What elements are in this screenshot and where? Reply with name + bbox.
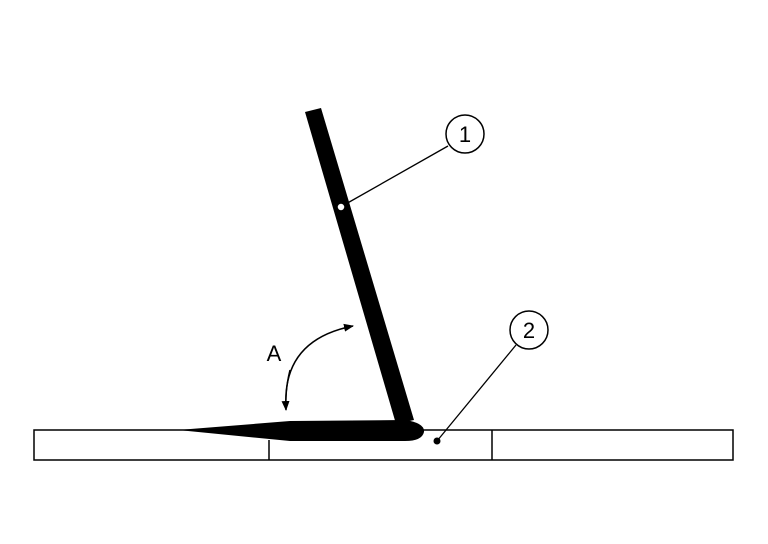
callout-2-label: 2 xyxy=(523,318,535,343)
angle-label: A xyxy=(267,341,282,366)
callout-1-circle xyxy=(445,114,485,154)
callout-1-label: 1 xyxy=(459,122,471,147)
callout-2-circle xyxy=(509,310,549,350)
callout-2-leader xyxy=(436,344,517,442)
callout-1-leader xyxy=(343,145,449,206)
angle-arc-arrow xyxy=(285,323,354,409)
lever-foot xyxy=(178,420,425,441)
callout-1-anchor xyxy=(336,202,346,212)
lever-arm xyxy=(305,108,414,424)
angle-arrowhead-down xyxy=(281,369,291,411)
